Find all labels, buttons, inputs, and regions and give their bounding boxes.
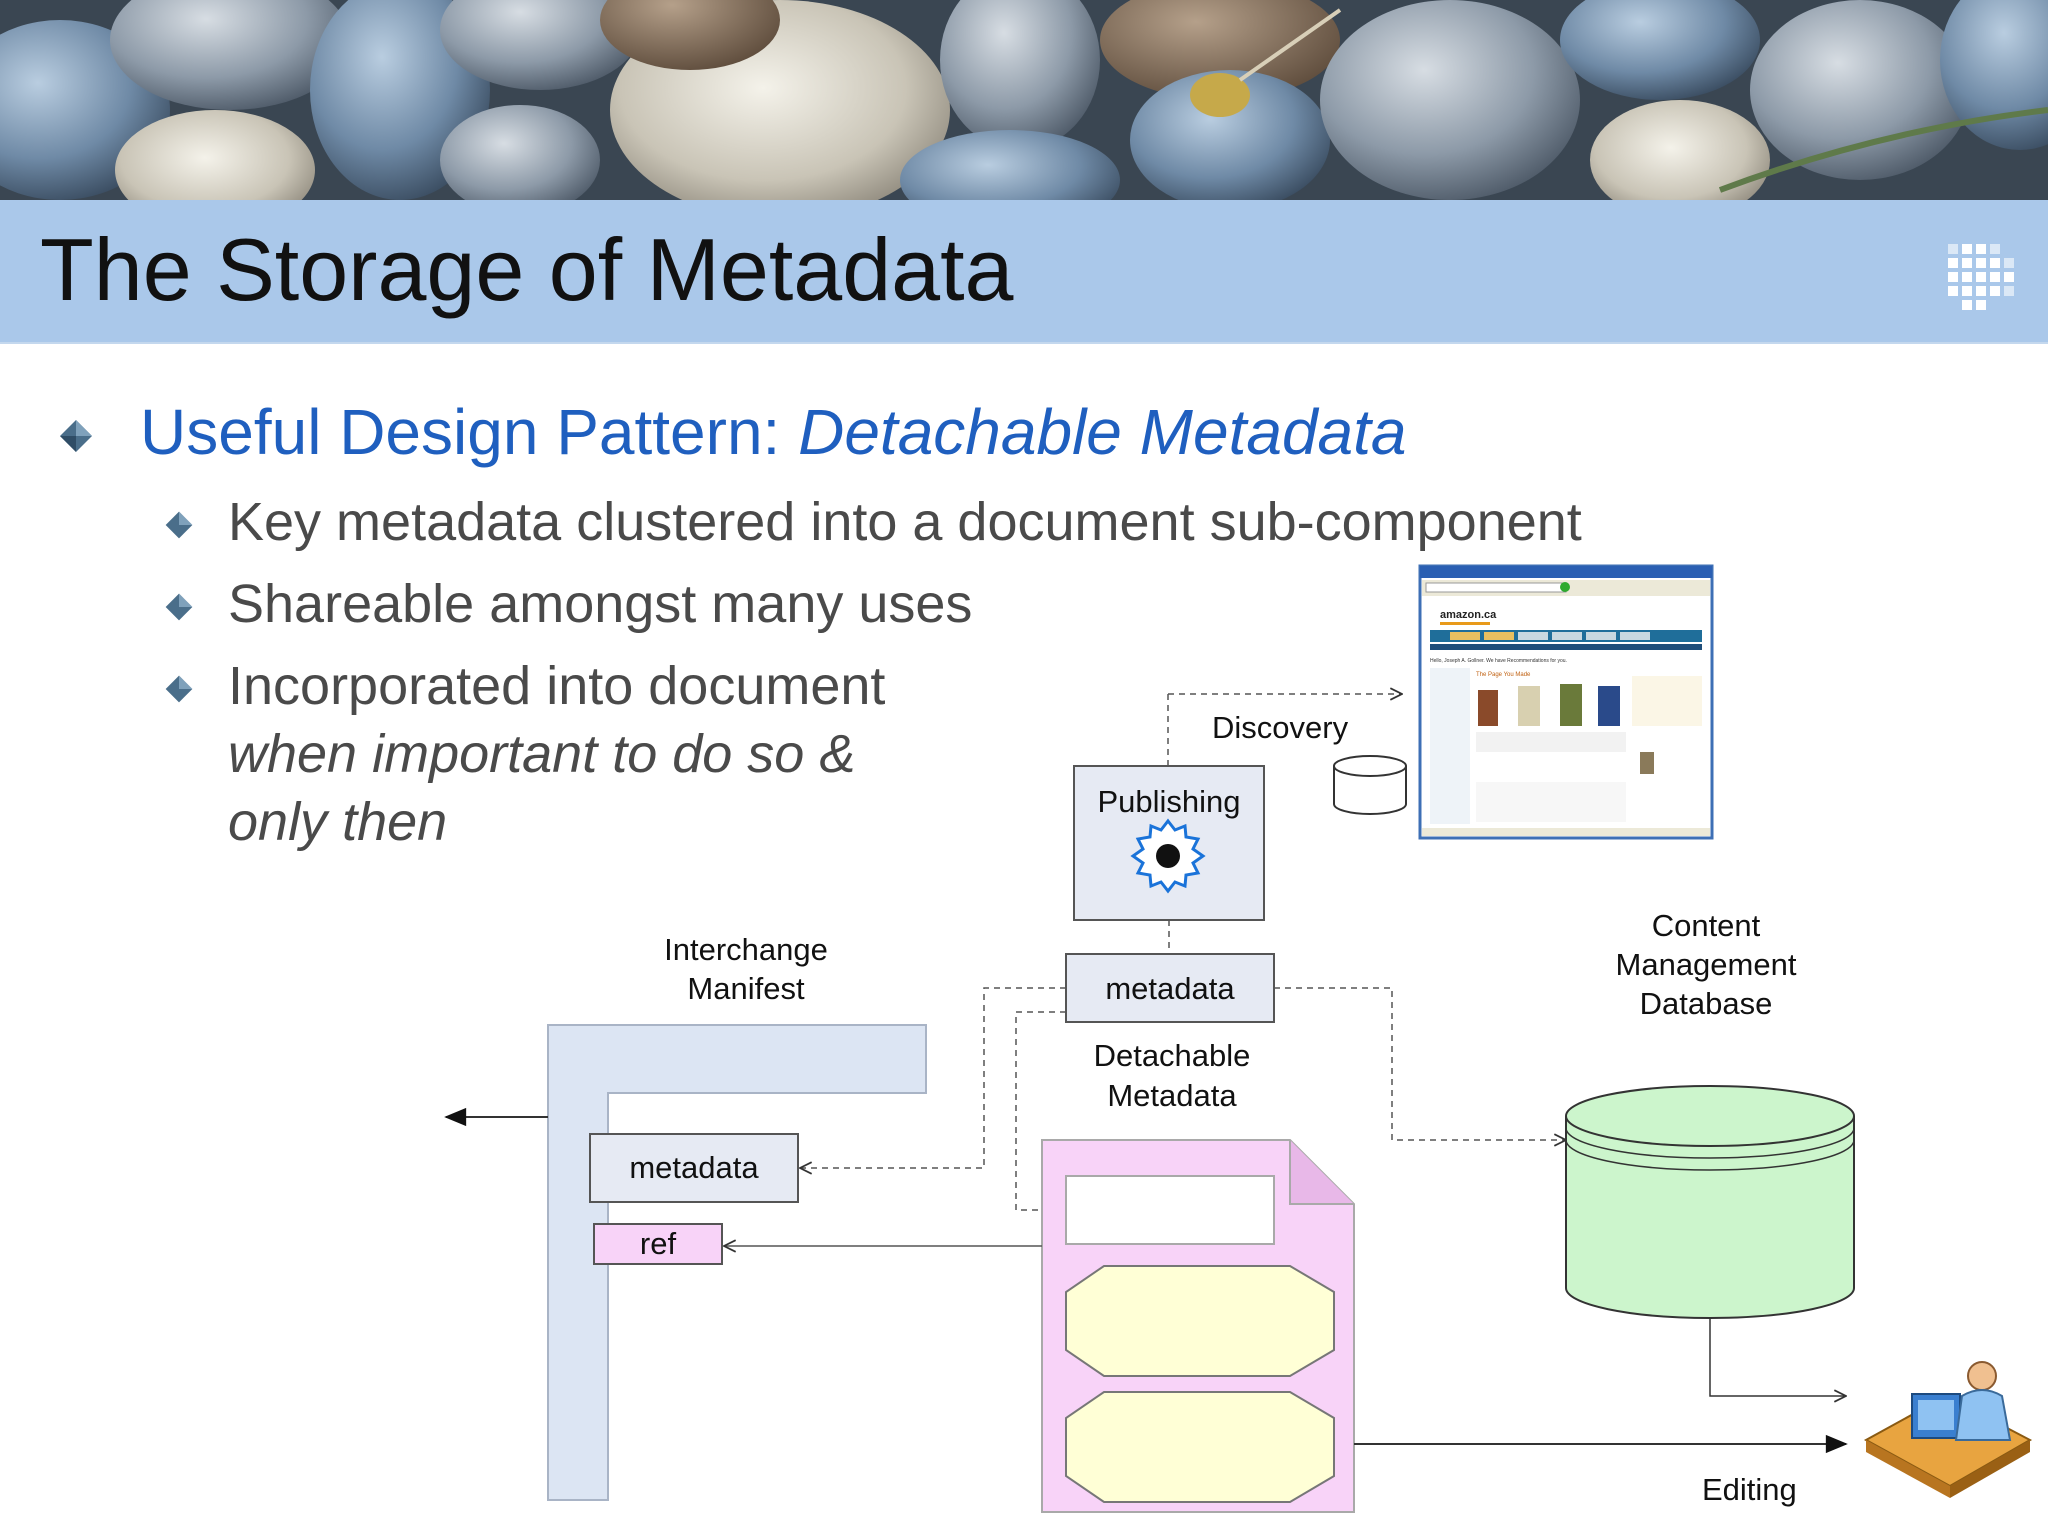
interchange-manifest-label-2: Manifest [687, 971, 805, 1006]
sub-bullet-3-line1: Incorporated into document [228, 656, 886, 716]
metadata-to-document-connector [1015, 1011, 1088, 1210]
manifest-metadata-label: metadata [629, 1150, 759, 1185]
sub-bullet-diamond-icon [165, 511, 193, 539]
sub-bullet-3-line2: when important to do so & [228, 724, 856, 784]
document-content-block [1065, 1391, 1335, 1503]
interchange-manifest-label-1: Interchange [664, 932, 828, 967]
sub-bullet-1-text: Key metadata clustered into a document s… [228, 492, 1582, 552]
slide-title: The Storage of Metadata [40, 220, 1014, 319]
sub-bullet-diamond-icon [165, 593, 193, 621]
document-metadata-slot [1065, 1175, 1275, 1245]
browser-screenshot: amazon.ca Hello, Joseph A. Gollner. We h… [1418, 564, 1714, 840]
browser-site-logo: amazon.ca [1440, 609, 1497, 621]
detachable-metadata-box-label: metadata [1105, 971, 1235, 1006]
ref-box [593, 1223, 723, 1265]
database-to-user-connector [1709, 1318, 1846, 1396]
title-bar [0, 200, 2048, 344]
cms-label-3: Database [1640, 986, 1773, 1021]
sub-bullet-3-line3: only then [228, 792, 448, 852]
disk-icon [1333, 755, 1407, 815]
editing-label: Editing [1702, 1472, 1797, 1507]
bullet-diamond-icon [60, 420, 92, 452]
browser-greeting: Hello, Joseph A. Gollner. We have Recomm… [1430, 658, 1567, 664]
sub-bullet-2-text: Shareable amongst many uses [228, 574, 973, 634]
manifest-metadata-box [589, 1133, 799, 1203]
detachable-metadata-label-2: Metadata [1107, 1078, 1237, 1113]
metadata-to-database-connector [1274, 987, 1566, 1140]
content-management-database [1565, 1085, 1855, 1319]
cms-label-1: Content [1652, 908, 1761, 943]
main-bullet-text: Useful Design Pattern: Detachable Metada… [140, 392, 1407, 472]
ref-label: ref [640, 1226, 677, 1261]
browser-heading: The Page You Made [1476, 672, 1531, 678]
main-bullet-prefix: Useful Design Pattern: [140, 396, 799, 468]
discovery-label: Discovery [1212, 710, 1349, 745]
document-content-block [1065, 1265, 1335, 1377]
publishing-label: Publishing [1097, 784, 1240, 819]
sub-bullet-diamond-icon [165, 675, 193, 703]
detachable-metadata-box [1065, 953, 1275, 1023]
main-bullet-emphasis: Detachable Metadata [798, 396, 1407, 468]
grid-logo-icon [1948, 244, 2014, 310]
detachable-metadata-label-1: Detachable [1094, 1038, 1251, 1073]
interchange-manifest-shape [547, 1024, 927, 1501]
cms-label-2: Management [1616, 947, 1797, 982]
rocks-banner-image [0, 0, 2048, 200]
metadata-to-manifest-connector [800, 987, 1066, 1168]
gear-icon [1130, 818, 1206, 894]
user-at-computer-icon [1863, 1361, 2033, 1498]
